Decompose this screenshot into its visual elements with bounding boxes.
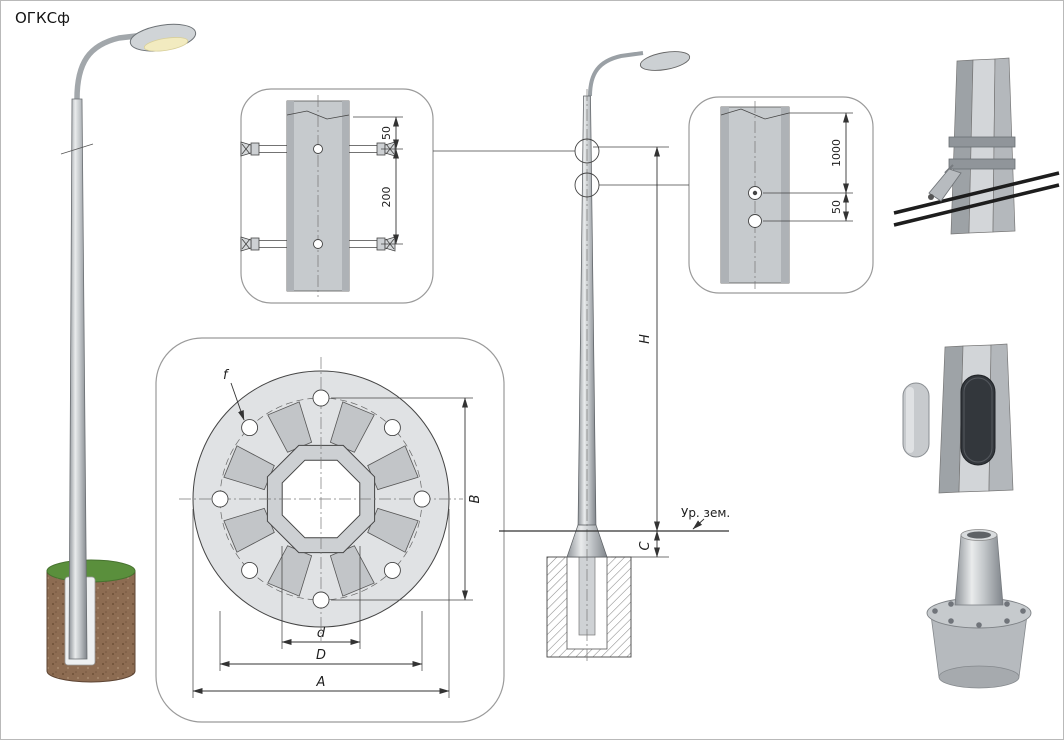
cable-clamp-render — [893, 57, 1060, 235]
dim-label: 200 — [380, 187, 393, 208]
flange-bolt — [948, 601, 954, 607]
dim-label: d — [317, 626, 326, 641]
band-clamp — [948, 158, 1016, 170]
shoe-sleeve — [954, 534, 1004, 606]
callout-circle-upper — [574, 138, 600, 164]
band-clamp — [948, 136, 1016, 148]
flange-bolt — [976, 622, 982, 628]
bolt-hole — [312, 389, 330, 407]
cable — [893, 171, 1060, 215]
clamp-thimble — [928, 194, 934, 200]
flange-bolt — [1004, 601, 1010, 607]
dim-label: B — [468, 494, 483, 503]
pole-3d-render — [46, 23, 197, 683]
pole-arm — [74, 31, 154, 100]
dim-label: 1000 — [830, 139, 843, 167]
bolt-hole — [383, 561, 401, 579]
dim-label: C — [638, 541, 653, 551]
luminaire-glow — [143, 37, 189, 52]
flange-bolt — [1004, 618, 1010, 624]
tension-clamp — [928, 168, 962, 202]
flange-bolts — [932, 601, 1026, 628]
drawing-title: ОГКСф — [15, 9, 70, 27]
base-shoe-render — [926, 529, 1032, 689]
bolt-hole — [312, 591, 330, 609]
pole-shaft — [68, 98, 88, 660]
callout-circle-lower — [574, 172, 600, 198]
flange-plan-view: f B d D A — [155, 337, 505, 723]
hole-detail-view: 1000 50 — [688, 96, 874, 294]
bolt-hole — [211, 490, 229, 508]
pole-facet-edge — [287, 101, 294, 291]
bolt-hole-lower — [748, 214, 762, 228]
dim-50-top-detail: 50 — [353, 116, 403, 150]
dim-label: A — [316, 675, 326, 690]
bolt-hole — [383, 419, 401, 437]
flange-bolt — [948, 618, 954, 624]
door-opening — [960, 374, 996, 466]
dim-D: D — [219, 611, 423, 671]
flange-bolt — [932, 608, 938, 614]
bolt-holes — [211, 389, 431, 609]
pole-elevation-view: Ур. зем. H C — [499, 51, 730, 663]
luminaire — [129, 23, 197, 52]
door-opening-edge — [963, 377, 993, 463]
bolt-head-dot — [752, 190, 758, 196]
dim-label: H — [638, 334, 653, 344]
weld-joint-mark — [60, 143, 94, 155]
ground-leader — [692, 518, 705, 530]
dim-label: 50 — [380, 126, 393, 140]
cable — [893, 183, 1060, 227]
dim-label: f — [223, 368, 230, 383]
dim-label: 50 — [830, 200, 843, 214]
dim-200-top-detail: 200 — [380, 148, 403, 245]
dim-1000-right-detail: 1000 — [763, 112, 853, 194]
break-line — [720, 108, 790, 120]
bolt-hole — [241, 561, 259, 579]
dim-A: A — [192, 509, 450, 698]
shoe-sleeve-bore — [967, 531, 991, 539]
break-line — [286, 110, 350, 120]
pole-facet-edge — [342, 101, 349, 291]
ground-label: Ур. зем. — [681, 506, 730, 520]
bolt-hole — [241, 419, 259, 437]
shoe-skirt-bottom — [938, 665, 1020, 689]
dim-50-right-detail: 50 — [763, 192, 853, 222]
pole-facet-edge — [721, 107, 729, 283]
dim-d: d — [281, 546, 361, 649]
dim-C: C — [611, 530, 669, 558]
clamp-detail-view: 50 200 — [240, 88, 434, 304]
pole-facet-edge — [781, 107, 789, 283]
door-cover-highlight — [906, 387, 914, 453]
pole-arm — [588, 51, 644, 97]
dim-label: D — [316, 648, 326, 663]
dim-f: f — [223, 368, 245, 421]
flange-bolt — [1020, 608, 1026, 614]
bolt-hole — [413, 490, 431, 508]
luminaire — [639, 51, 691, 71]
dim-H: H — [593, 146, 669, 532]
access-door-render — [902, 343, 1014, 494]
gussets — [223, 401, 419, 597]
